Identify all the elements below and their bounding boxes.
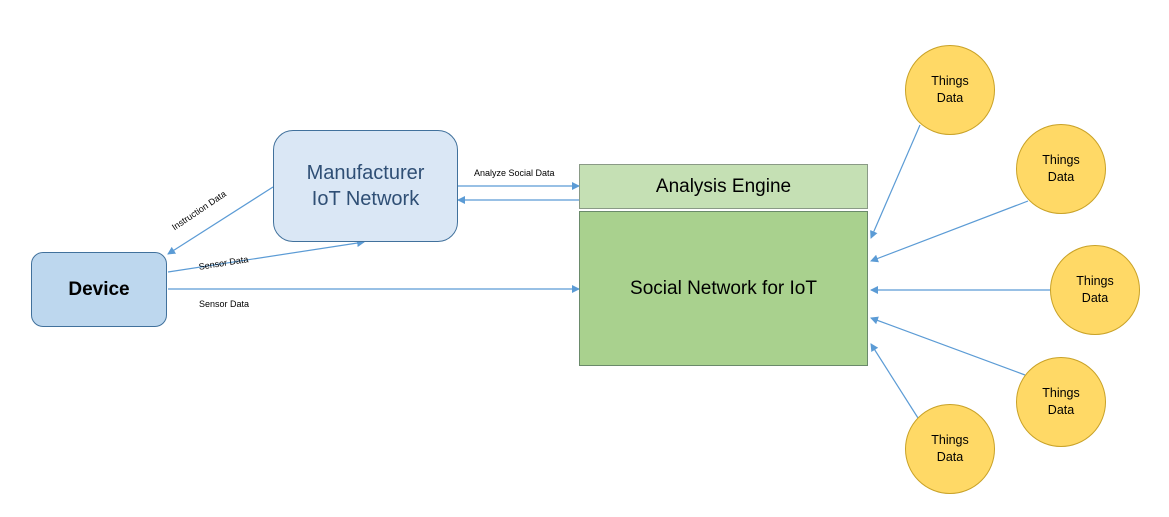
social-network-label: Social Network for IoT: [630, 277, 817, 299]
things-data-label-line-1: Things: [1076, 274, 1114, 288]
things-data-label-line-2: Data: [1081, 291, 1109, 305]
manufacturer-iot-network-node: Manufacturer IoT Network: [273, 130, 458, 242]
things-4-arrow: [870, 316, 1026, 376]
device-node: Device: [31, 252, 167, 327]
things-2-arrow: [870, 200, 1029, 263]
things-data-label-line-1: Things: [1042, 153, 1080, 167]
manufacturer-label-line-1: Manufacturer: [306, 162, 425, 184]
things-data-node-4: Things Data: [1016, 357, 1106, 447]
analysis-engine-node: Analysis Engine: [579, 164, 868, 209]
sensor-data-label-lower: Sensor Data: [199, 299, 250, 309]
things-1-arrow: [870, 124, 921, 239]
things-data-label-line-1: Things: [931, 433, 969, 447]
device-label: Device: [68, 278, 130, 300]
things-data-label-line-2: Data: [1047, 403, 1075, 417]
instruction-arrow: [167, 186, 274, 255]
things-data-label-line-2: Data: [936, 91, 964, 105]
sensor-to-manufacturer-arrow: [167, 239, 365, 273]
analyze-social-data-label: Analyze Social Data: [474, 168, 555, 178]
things-data-node-2: Things Data: [1016, 124, 1106, 214]
things-data-node-3: Things Data: [1050, 245, 1140, 335]
analysis-engine-label: Analysis Engine: [655, 175, 792, 197]
things-data-label-line-1: Things: [1042, 386, 1080, 400]
things-5-arrow: [870, 343, 919, 419]
things-data-node-1: Things Data: [905, 45, 995, 135]
things-data-label-line-1: Things: [931, 74, 969, 88]
social-network-node: Social Network for IoT: [579, 211, 868, 366]
things-data-label-line-2: Data: [1047, 170, 1075, 184]
manufacturer-label-line-2: IoT Network: [311, 188, 420, 210]
things-data-node-5: Things Data: [905, 404, 995, 494]
things-data-label-line-2: Data: [936, 450, 964, 464]
